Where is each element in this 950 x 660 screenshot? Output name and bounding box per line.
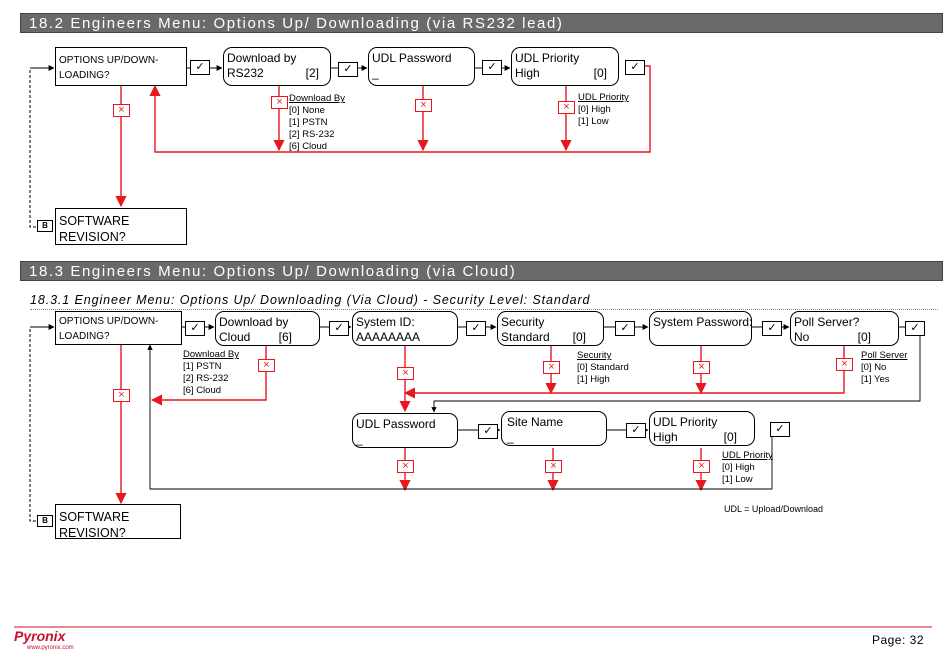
tick-icon: ✓ (482, 60, 502, 75)
s2-priority-options: UDL Priority [0] High [1] Low (722, 450, 773, 485)
cross-icon: × (836, 358, 853, 371)
cross-icon: × (415, 99, 432, 112)
s2-udl-priority-box: UDL Priority High[0] (649, 411, 755, 446)
tick-icon: ✓ (625, 60, 645, 75)
tick-icon: ✓ (626, 423, 646, 438)
s2-options-updownloading-box: OPTIONS UP/DOWN- LOADING? (55, 311, 182, 345)
back-b-icon: B (37, 515, 53, 527)
s2-system-id-box: System ID: AAAAAAAA (352, 311, 458, 346)
cross-icon: × (113, 389, 130, 402)
s1-options-updownloading-box: OPTIONS UP/DOWN- LOADING? (55, 47, 187, 86)
tick-icon: ✓ (329, 321, 349, 336)
tick-icon: ✓ (615, 321, 635, 336)
dotted-divider (30, 309, 938, 310)
s1-download-options: Download By [0] None [1] PSTN [2] RS-232… (289, 93, 345, 152)
s1-return-loop (149, 65, 651, 153)
s1-udl-priority-box: UDL Priority High[0] (511, 47, 619, 86)
cross-icon: × (258, 359, 275, 372)
udl-note: UDL = Upload/Download (724, 504, 823, 514)
s2-download-options: Download By [1] PSTN [2] RS-232 [6] Clou… (183, 349, 239, 396)
s1-priority-options: UDL Priority [0] High [1] Low (578, 92, 629, 127)
s1-udl-password-box: UDL Password _ (368, 47, 475, 86)
cross-icon: × (693, 361, 710, 374)
s2-security-box: Security Standard[0] (497, 311, 604, 346)
section-header-cloud: 18.3 Engineers Menu: Options Up/ Downloa… (20, 261, 943, 281)
s2-security-options: Security [0] Standard [1] High (577, 350, 629, 385)
tick-icon: ✓ (905, 321, 925, 336)
tick-icon: ✓ (770, 422, 790, 437)
cross-icon: × (113, 104, 130, 117)
pyronix-url: www.pyronix.com (27, 645, 74, 651)
cross-icon: × (693, 460, 710, 473)
s2-system-password-box: System Password: (649, 311, 752, 346)
s2-poll-server-box: Poll Server? No[0] (790, 311, 899, 346)
s2-poll-options: Poll Server [0] No [1] Yes (861, 350, 908, 385)
s2-download-by-box: Download by Cloud[6] (215, 311, 320, 346)
cross-icon: × (397, 460, 414, 473)
cross-icon: × (271, 96, 288, 109)
tick-icon: ✓ (185, 321, 205, 336)
tick-icon: ✓ (190, 60, 210, 75)
s1-download-by-box: Download by RS232[2] (223, 47, 331, 86)
tick-icon: ✓ (338, 62, 358, 77)
s2-site-name-box: Site Name _ (501, 411, 607, 446)
back-b-icon: B (37, 220, 53, 232)
tick-icon: ✓ (762, 321, 782, 336)
cross-icon: × (558, 101, 575, 114)
s2-software-revision-box: SOFTWARE REVISION? (55, 504, 181, 540)
s2-udl-password-box: UDL Password _ (352, 413, 458, 448)
cross-icon: × (545, 460, 562, 473)
tick-icon: ✓ (466, 321, 486, 336)
s1-software-revision-box: SOFTWARE REVISION? (55, 208, 187, 245)
tick-icon: ✓ (478, 424, 498, 439)
cross-icon: × (397, 367, 414, 380)
page-number: Page: 32 (871, 633, 924, 647)
section-subtitle: 18.3.1 Engineer Menu: Options Up/ Downlo… (30, 293, 591, 307)
pyronix-logo: Pyronix (14, 628, 66, 644)
section-header-rs232: 18.2 Engineers Menu: Options Up/ Downloa… (20, 13, 943, 33)
cross-icon: × (543, 361, 560, 374)
